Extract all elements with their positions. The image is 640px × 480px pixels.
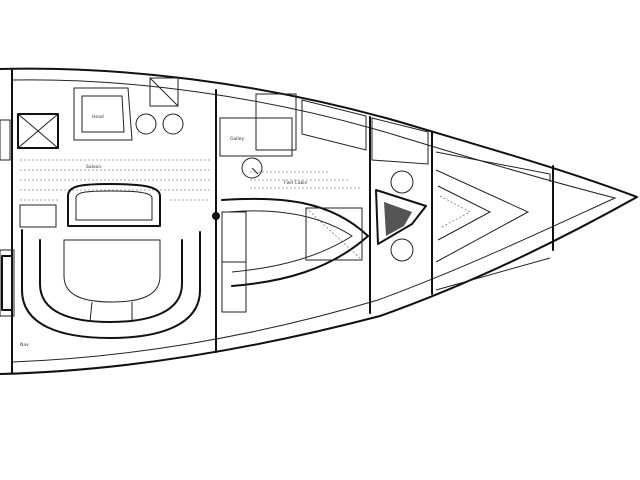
saloon-locker <box>19 204 57 228</box>
chart-table-diagonal-2 <box>17 113 59 149</box>
settee-divider-1 <box>89 301 93 323</box>
galley-stove-icon <box>241 157 263 179</box>
vanity-box <box>149 77 179 107</box>
fwd-locker-top <box>371 117 429 165</box>
head-compartment <box>73 87 133 141</box>
fwd-cabin-locker-2 <box>221 261 247 313</box>
label-head: Head <box>92 114 104 120</box>
fwd-cabin-locker-1 <box>221 211 247 263</box>
hull-liner <box>11 79 617 363</box>
chart-table-box <box>17 113 59 149</box>
fwd-cupboard-top <box>301 99 367 151</box>
fwd-cabin-floorboards <box>250 171 362 189</box>
saloon-table <box>67 183 161 227</box>
label-galley: Galley <box>230 136 245 142</box>
windlass-icon <box>390 170 414 194</box>
settee-cushion <box>63 239 161 303</box>
aft-cabinet-left <box>0 119 11 161</box>
bow-chevrons <box>435 151 551 291</box>
settee-u-inner <box>39 239 183 323</box>
label-saloon: Saloon <box>86 164 101 170</box>
head-cabinet <box>81 95 125 133</box>
v-berth <box>221 197 369 287</box>
icebox <box>255 93 297 151</box>
anchor-locker-fill <box>384 202 412 236</box>
saloon-table-inner <box>75 190 153 221</box>
hatch-handle-icon <box>390 238 414 262</box>
quarterberth-inner <box>1 255 13 311</box>
mast-step <box>212 212 220 220</box>
anchor-locker <box>375 189 427 245</box>
deck-hatch-mid <box>305 207 363 261</box>
label-forward-cabin: Fwd Cabin <box>284 180 308 186</box>
quarterberth-box <box>0 249 15 317</box>
hull-outline <box>0 67 638 375</box>
settee-u-outer <box>21 229 201 339</box>
deck-hatch-mid-diag <box>305 207 363 261</box>
v-berth-inner <box>227 210 353 273</box>
sink-icon <box>162 113 184 135</box>
galley-stove-needle <box>251 167 259 175</box>
saloon-floorboards <box>20 159 210 201</box>
vanity-diagonal <box>149 77 179 107</box>
label-nav: Nav <box>20 342 29 348</box>
toilet-icon <box>135 113 157 135</box>
